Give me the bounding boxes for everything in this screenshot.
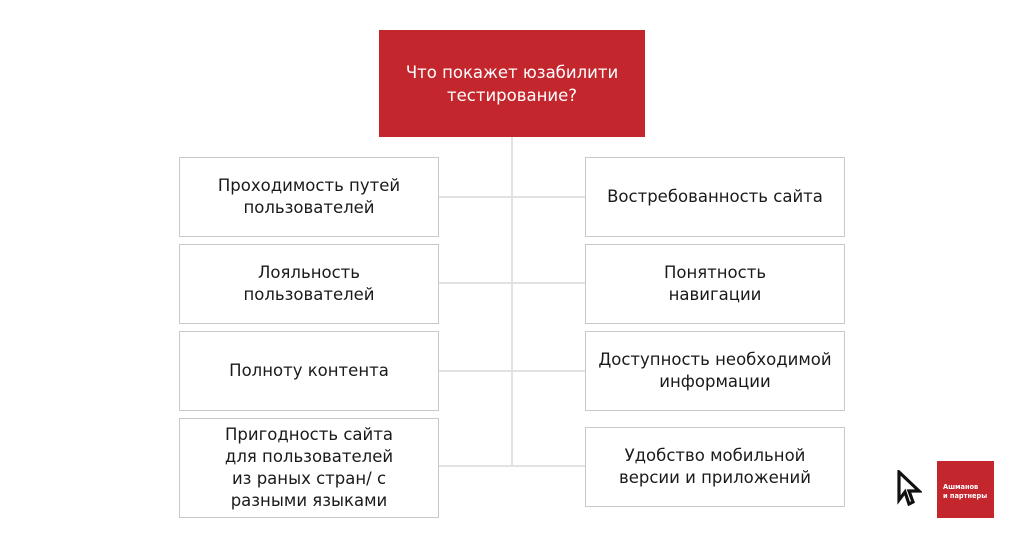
- node-site-demand: Востребованность сайта: [585, 157, 845, 237]
- node-path-passability: Проходимость путей пользователей: [179, 157, 439, 237]
- trunk-connector: [511, 137, 513, 467]
- company-logo: Ашманов и партнеры: [937, 461, 994, 518]
- connector-row-2: [438, 282, 585, 284]
- node-label: Понятность навигации: [663, 263, 767, 304]
- logo-line-2: и партнеры: [943, 491, 988, 500]
- node-label: Удобство мобильной версии и приложений: [619, 446, 811, 487]
- root-node-label: Что покажет юзабилити тестирование?: [405, 62, 619, 105]
- connector-row-3: [438, 370, 585, 372]
- connector-row-4: [438, 465, 585, 467]
- node-label: Полноту контента: [229, 361, 389, 380]
- node-content-completeness: Полноту контента: [179, 331, 439, 411]
- node-user-loyalty: Лояльность пользователей: [179, 244, 439, 324]
- node-mobile-usability: Удобство мобильной версии и приложений: [585, 427, 845, 507]
- node-label: Пригодность сайта для пользователей из р…: [224, 425, 394, 510]
- root-node: Что покажет юзабилити тестирование?: [379, 30, 645, 137]
- connector-row-1: [438, 196, 585, 198]
- node-label: Проходимость путей пользователей: [217, 176, 401, 217]
- node-navigation-clarity: Понятность навигации: [585, 244, 845, 324]
- node-label: Доступность необходимой информации: [598, 350, 832, 391]
- node-label: Востребованность сайта: [607, 187, 823, 206]
- node-info-accessibility: Доступность необходимой информации: [585, 331, 845, 411]
- cursor-a-icon: [897, 470, 922, 506]
- node-label: Лояльность пользователей: [243, 263, 375, 304]
- logo-line-1: Ашманов: [943, 483, 979, 491]
- node-international-suitability: Пригодность сайта для пользователей из р…: [179, 418, 439, 518]
